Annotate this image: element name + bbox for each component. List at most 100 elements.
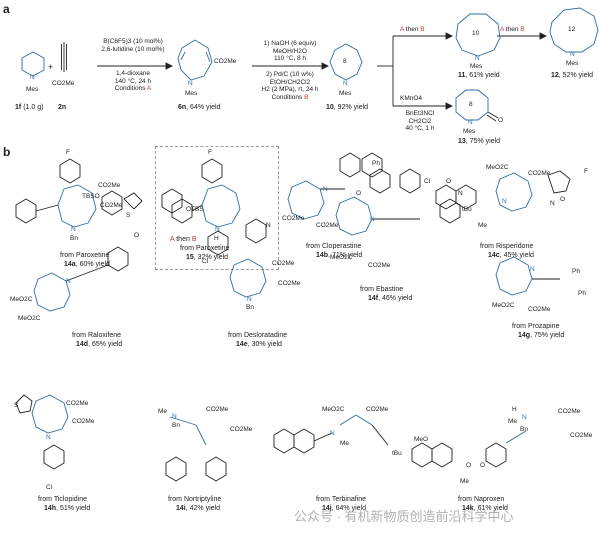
- source-14j: from Terbinafine: [316, 496, 367, 503]
- structure-2n: [61, 42, 67, 72]
- arrow-step2: [252, 62, 330, 70]
- group-14h-s: S: [14, 402, 19, 409]
- ring-size-12: 12: [568, 26, 576, 33]
- group-14k-n: N: [522, 414, 527, 421]
- group-14k-o1: O: [466, 462, 472, 469]
- group-14k-bn: Bn: [520, 426, 528, 433]
- source-14b: from Cloperastine: [306, 243, 362, 250]
- structure-14f: [335, 152, 461, 236]
- group-14k-h: H: [512, 406, 517, 413]
- structure-1f: [21, 51, 45, 77]
- yield-6n: , 64% yield: [186, 104, 221, 111]
- source-14c: from Risperidone: [480, 243, 534, 250]
- structure-14e: [207, 218, 267, 298]
- atom-n-6n: N: [188, 80, 193, 87]
- label-2n: 2n: [58, 104, 67, 111]
- cond1-line4: 140 °C, 24 h: [114, 77, 152, 85]
- group-14j-meo2c: MeO2C: [322, 406, 345, 413]
- branch-top-a: A: [400, 26, 404, 33]
- note-15-a: A: [170, 236, 175, 243]
- group-14f-co2me: CO2Me: [368, 262, 391, 269]
- group-14c-me: Me: [478, 222, 488, 229]
- group-14c-o: O: [446, 178, 452, 185]
- carbonyl-13: O: [498, 117, 504, 124]
- panel-label-b: b: [3, 145, 11, 159]
- source-14k: from Naproxen: [458, 496, 505, 503]
- source-14i: from Nortriptyline: [168, 496, 222, 503]
- group-14c-n3: N: [550, 200, 555, 207]
- yield-14j: , 64% yield: [331, 505, 366, 512]
- label-14k: 14k: [462, 505, 474, 512]
- group-14e-n: N: [266, 222, 271, 229]
- atom-n-1f: N: [30, 74, 35, 81]
- structure-15: [171, 158, 241, 228]
- group-15-n: N: [215, 226, 220, 233]
- structure-6n: [177, 39, 213, 81]
- group-14g-meo2c: MeO2C: [492, 302, 515, 309]
- atom-n-13: N: [468, 119, 473, 126]
- atom-n-12: N: [570, 51, 575, 58]
- group-14c-n2: N: [502, 198, 507, 205]
- ring-size-11: 10: [472, 30, 480, 37]
- structure-11: [455, 13, 501, 57]
- group-14f-n: N: [370, 216, 375, 223]
- group-14h-n: N: [46, 434, 51, 441]
- scheme-b-graphics: [15, 152, 571, 482]
- yield-15: , 32% yield: [193, 254, 229, 261]
- subst-1f: Mes: [26, 86, 39, 93]
- group-14f-o: O: [356, 190, 362, 197]
- label-10: 10: [326, 104, 334, 111]
- yield-14f: , 46% yield: [378, 295, 413, 302]
- subst-6n: Mes: [185, 90, 198, 97]
- group-14g-n: N: [530, 266, 535, 273]
- yield-14h: , 51% yield: [56, 505, 91, 512]
- yield-14c: , 45% yield: [499, 252, 534, 259]
- group-14j-tbu: tBu: [392, 450, 402, 457]
- group-14b-co2me-2: CO2Me: [316, 222, 339, 229]
- group-14b-ph: Ph: [372, 160, 380, 167]
- structure-14a: [15, 158, 97, 228]
- cond2-line3: 110 °C, 8 h: [273, 55, 307, 63]
- group-14i-me: Me: [158, 408, 168, 415]
- cond1-line2: 2,6-lutidine (10 mol%): [101, 45, 165, 53]
- branch-top2-then: then: [503, 26, 521, 33]
- group-14g-ph-1: Ph: [572, 268, 580, 275]
- plus-sign: +: [48, 62, 54, 72]
- structure-14d: [33, 188, 183, 312]
- group-14c-o2: O: [560, 196, 566, 203]
- ring-size-10: 8: [343, 58, 347, 65]
- watermark: 公众号 · 有机新物质创造前沿科学中心: [294, 509, 514, 524]
- cond2-line1: 1) NaOH (6 equiv): [263, 40, 317, 47]
- group-14j-n: N: [330, 430, 335, 437]
- structure-14h: [15, 394, 69, 470]
- group-14g-co2me: CO2Me: [528, 306, 551, 313]
- branch-top-then: then: [403, 26, 421, 33]
- cond2-line5: EtOH/CH2Cl2: [269, 78, 311, 86]
- label-14f: 14f: [368, 295, 379, 302]
- yield-11: , 61% yield: [465, 72, 500, 79]
- label-14h: 14h: [44, 505, 57, 512]
- label-13: 13: [458, 138, 466, 145]
- group-14i-n: N: [172, 413, 177, 420]
- structure-12: [549, 7, 599, 53]
- structure-14g: [495, 256, 560, 296]
- cond1-label-a: A: [146, 85, 152, 93]
- group-14h-co2me-2: CO2Me: [72, 418, 95, 425]
- structure-10: [329, 43, 363, 81]
- group-14d-meo2c-2: MeO2C: [18, 315, 41, 322]
- yield-13: , 75% yield: [465, 138, 501, 145]
- cond3-line4: 40 °C, 1 h: [405, 125, 435, 133]
- source-14g: from Prozapine: [512, 323, 560, 330]
- structure-14c: [435, 170, 571, 212]
- group-14d-n: N: [66, 278, 71, 285]
- amount-1f: (1.0 g): [23, 104, 44, 111]
- cond3-line3: CH2Cl2: [408, 117, 432, 125]
- source-14e: from Desloratadine: [228, 332, 288, 339]
- group-14c-meo2c: MeO2C: [486, 164, 509, 171]
- label-14a: 14a: [64, 261, 76, 268]
- yield-10: , 92% yield: [333, 104, 369, 111]
- group-6n: CO2Me: [214, 58, 237, 65]
- group-14a-co2me-2: CO2Me: [100, 202, 123, 209]
- source-14h: from Ticlopidine: [38, 496, 88, 503]
- branch-top-b: B: [420, 26, 425, 33]
